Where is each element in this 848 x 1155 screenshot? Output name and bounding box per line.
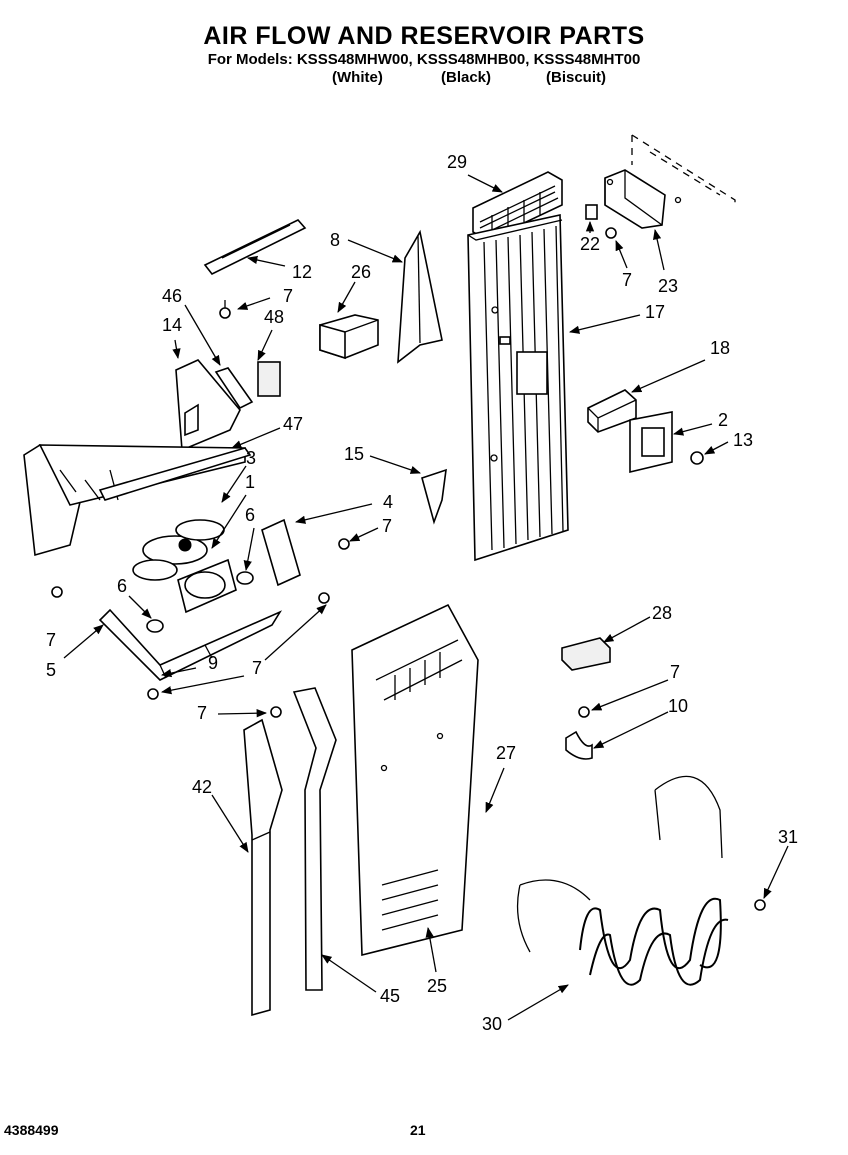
part-7-screw [51, 227, 617, 718]
callout-13: 13 [733, 430, 753, 450]
document-number: 4388499 [4, 1122, 59, 1138]
callout-labels: 29 8 26 12 7 22 7 23 46 48 14 17 18 2 13… [46, 152, 798, 1034]
callout-7: 7 [283, 286, 293, 306]
callout-31: 31 [778, 827, 798, 847]
callout-7: 7 [197, 703, 207, 723]
callout-7: 7 [670, 662, 680, 682]
callout-9: 9 [208, 653, 218, 673]
callout-7: 7 [382, 516, 392, 536]
callout-5: 5 [46, 660, 56, 680]
part-25-rear-panel [351, 603, 479, 957]
callout-4: 4 [383, 492, 393, 512]
callout-26: 26 [351, 262, 371, 282]
part-10-clamp [565, 730, 593, 760]
callout-17: 17 [645, 302, 665, 322]
part-6-grommet [236, 571, 254, 585]
fan-shroud [23, 444, 252, 557]
callout-46: 46 [162, 286, 182, 306]
callout-18: 18 [710, 338, 730, 358]
callout-3: 3 [246, 448, 256, 468]
part-12-bracket [203, 219, 307, 276]
callout-7: 7 [46, 630, 56, 650]
callout-47: 47 [283, 414, 303, 434]
part-22-clip [585, 204, 598, 220]
callout-29: 29 [447, 152, 467, 172]
part-29-grille [472, 171, 563, 241]
callout-30: 30 [482, 1014, 502, 1034]
callout-6: 6 [117, 576, 127, 596]
part-5-motor-bracket [98, 518, 301, 681]
callout-25: 25 [427, 976, 447, 996]
callout-22: 22 [580, 234, 600, 254]
part-6-grommet [146, 619, 164, 633]
part-15-air-duct [421, 468, 447, 525]
part-45-channel [292, 687, 337, 991]
callout-42: 42 [192, 777, 212, 797]
callout-7: 7 [622, 270, 632, 290]
callout-7: 7 [252, 658, 262, 678]
variant-white: (White) [332, 69, 383, 86]
callout-15: 15 [344, 444, 364, 464]
part-13-screw [690, 451, 704, 465]
callout-2: 2 [718, 410, 728, 430]
part-42-brace [243, 718, 283, 1017]
callout-45: 45 [380, 986, 400, 1006]
callout-27: 27 [496, 743, 516, 763]
part-14-baffle [175, 359, 254, 452]
callout-10: 10 [668, 696, 688, 716]
model-numbers: For Models: KSSS48MHW00, KSSS48MHB00, KS… [207, 51, 641, 68]
part-3-fan-motor [177, 558, 237, 614]
callout-8: 8 [330, 230, 340, 250]
part-30-heater-coil [516, 775, 766, 986]
page-number: 21 [410, 1122, 426, 1138]
variant-biscuit: (Biscuit) [546, 69, 606, 86]
part-18-thermostat-housing [587, 389, 637, 433]
variant-black: (Black) [441, 69, 492, 86]
part-2-damper-frame [629, 411, 673, 474]
part-28-block [561, 637, 611, 671]
part-26-duct-sleeve [319, 314, 379, 360]
callout-48: 48 [264, 307, 284, 327]
callout-leaders [63, 174, 789, 1021]
callout-6: 6 [245, 505, 255, 525]
callout-14: 14 [162, 315, 182, 335]
callout-12: 12 [292, 262, 312, 282]
part-17-evaporator-cover [467, 214, 569, 562]
callout-1: 1 [245, 472, 255, 492]
callout-23: 23 [658, 276, 678, 296]
callout-28: 28 [652, 603, 672, 623]
page-title: AIR FLOW AND RESERVOIR PARTS [203, 22, 645, 50]
part-23-control-housing [604, 134, 736, 229]
part-48-pad [257, 361, 281, 397]
